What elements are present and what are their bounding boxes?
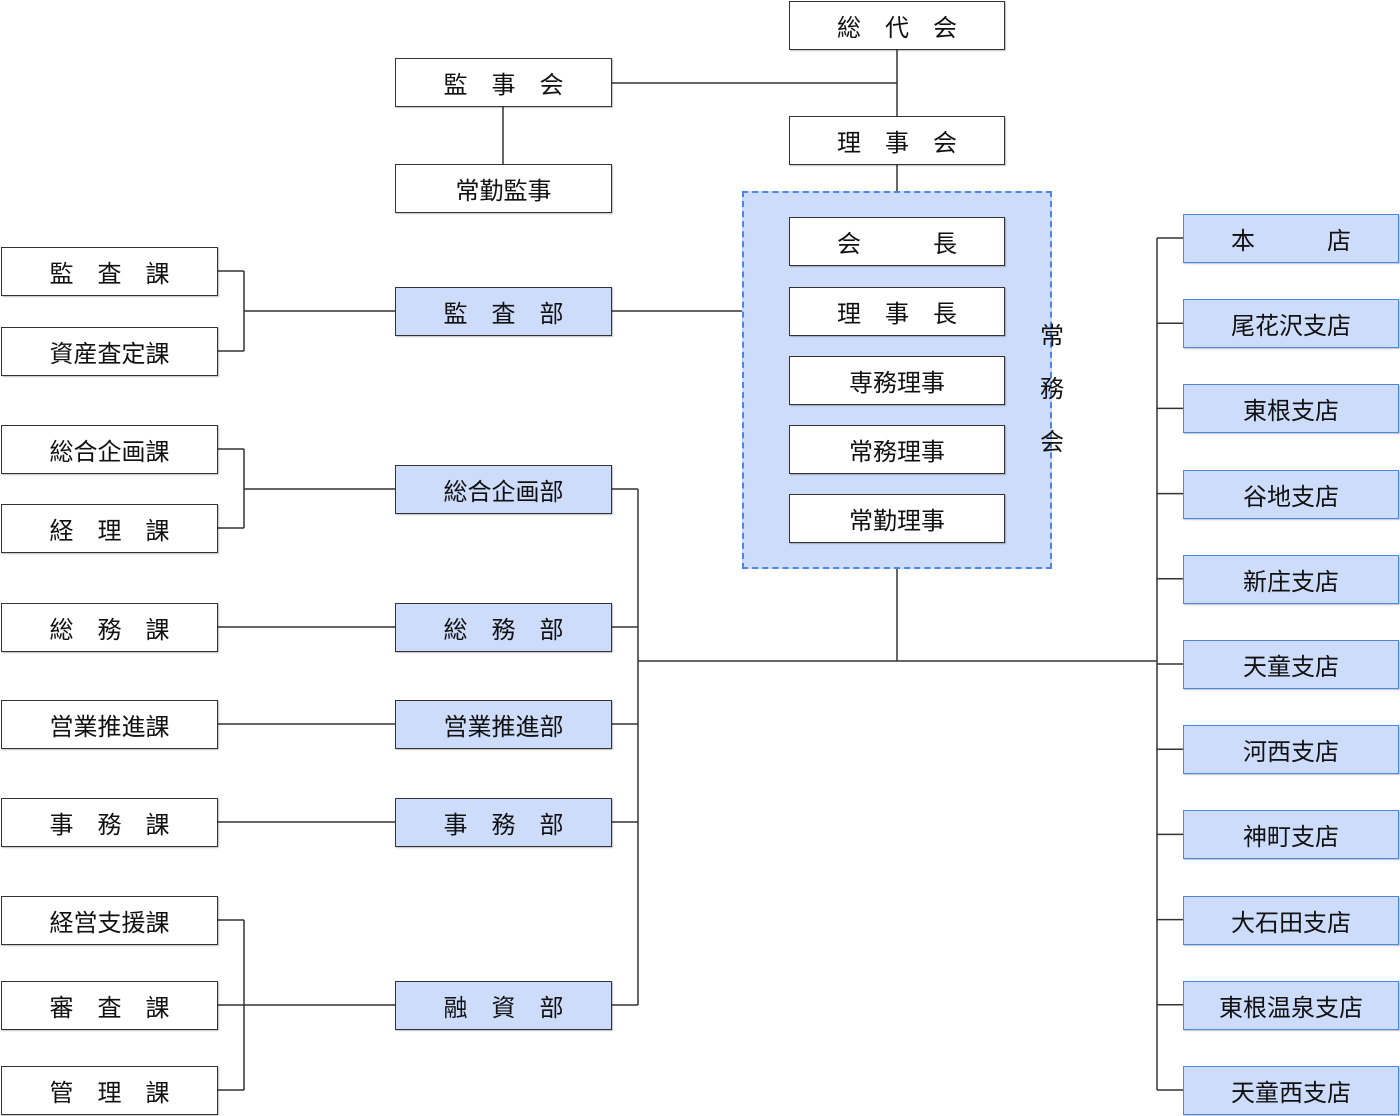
branch-label: 大石田支店 [1231, 908, 1351, 937]
department-label: 事 務 部 [443, 811, 564, 839]
department-label: 営業推進部 [443, 713, 564, 741]
section-label: 総 務 課 [49, 616, 170, 644]
section-label: 営業推進課 [49, 713, 170, 741]
section-label: 資産査定課 [49, 340, 170, 368]
section-label: 管 理 課 [49, 1079, 170, 1107]
section-box: 事 務 課 [1, 798, 218, 847]
section-label: 総合企画課 [49, 438, 170, 466]
executive-member-box: 常勤理事 [789, 494, 1005, 543]
department-box: 総合企画部 [395, 465, 612, 514]
department-label: 監 査 部 [443, 300, 564, 328]
branch-box: 東根支店 [1183, 384, 1399, 434]
branch-box: 天童西支店 [1183, 1066, 1399, 1115]
branch-label: 東根温泉支店 [1219, 993, 1363, 1022]
branch-label: 新庄支店 [1243, 567, 1339, 596]
branch-label: 東根支店 [1243, 397, 1339, 426]
branch-box: 大石田支店 [1183, 895, 1399, 945]
section-label: 経 理 課 [49, 517, 170, 545]
branch-box: 本 店 [1183, 214, 1399, 263]
branch-box: 河西支店 [1183, 725, 1399, 775]
general-assembly-label: 総 代 会 [837, 14, 957, 42]
branch-box: 新庄支店 [1183, 554, 1399, 604]
department-box: 融 資 部 [395, 981, 612, 1030]
branch-label: 神町支店 [1243, 823, 1339, 852]
department-box: 総 務 部 [395, 603, 612, 652]
full-time-auditor-box: 常勤監事 [395, 164, 612, 213]
executive-committee-char: 会 [1040, 428, 1064, 456]
department-box: 営業推進部 [395, 700, 612, 749]
executive-member-box: 会 長 [789, 217, 1005, 266]
audit-board-label: 監 事 会 [443, 71, 564, 99]
section-box: 管 理 課 [1, 1066, 218, 1115]
branch-label: 天童支店 [1243, 653, 1339, 681]
section-box: 総合企画課 [1, 425, 218, 474]
executive-member-label: 会 長 [837, 230, 957, 258]
section-box: 審 査 課 [1, 981, 218, 1030]
section-label: 経営支援課 [49, 909, 170, 937]
branch-label: 河西支店 [1243, 738, 1339, 767]
section-label: 監 査 課 [49, 260, 170, 288]
executive-member-box: 常務理事 [789, 425, 1005, 474]
department-label: 総合企画部 [443, 478, 564, 506]
audit-board-box: 監 事 会 [395, 58, 612, 107]
section-label: 事 務 課 [49, 811, 170, 839]
department-box: 事 務 部 [395, 798, 612, 847]
executive-member-box: 理 事 長 [789, 287, 1005, 336]
branch-box: 東根温泉支店 [1183, 980, 1399, 1030]
executive-committee-char: 務 [1040, 375, 1064, 403]
board-of-directors-box: 理 事 会 [789, 116, 1005, 165]
executive-member-label: 専務理事 [849, 369, 945, 397]
section-box: 総 務 課 [1, 603, 218, 652]
executive-member-label: 常務理事 [849, 438, 945, 466]
department-label: 融 資 部 [443, 994, 564, 1022]
full-time-auditor-label: 常勤監事 [455, 177, 552, 205]
executive-member-box: 専務理事 [789, 356, 1005, 405]
section-label: 審 査 課 [49, 994, 170, 1022]
section-box: 経 理 課 [1, 504, 218, 553]
executive-member-label: 理 事 長 [837, 300, 957, 328]
general-assembly-box: 総 代 会 [789, 1, 1005, 50]
section-box: 経営支援課 [1, 896, 218, 945]
branch-box: 谷地支店 [1183, 469, 1399, 519]
department-box: 監 査 部 [395, 287, 612, 336]
branch-box: 神町支店 [1183, 810, 1399, 860]
executive-committee-char: 常 [1040, 322, 1064, 350]
section-box: 監 査 課 [1, 247, 218, 296]
branch-label: 谷地支店 [1243, 482, 1339, 511]
branch-label: 尾花沢支店 [1231, 312, 1351, 341]
board-of-directors-label: 理 事 会 [837, 129, 957, 157]
branch-label: 本 店 [1231, 227, 1351, 255]
section-box: 資産査定課 [1, 327, 218, 376]
branch-label: 天童西支店 [1231, 1079, 1351, 1107]
branch-box: 天童支店 [1183, 640, 1399, 689]
branch-box: 尾花沢支店 [1183, 299, 1399, 349]
department-label: 総 務 部 [443, 616, 564, 644]
executive-member-label: 常勤理事 [849, 507, 945, 535]
executive-committee-label: 常 務 会 [1038, 310, 1066, 469]
section-box: 営業推進課 [1, 700, 218, 749]
